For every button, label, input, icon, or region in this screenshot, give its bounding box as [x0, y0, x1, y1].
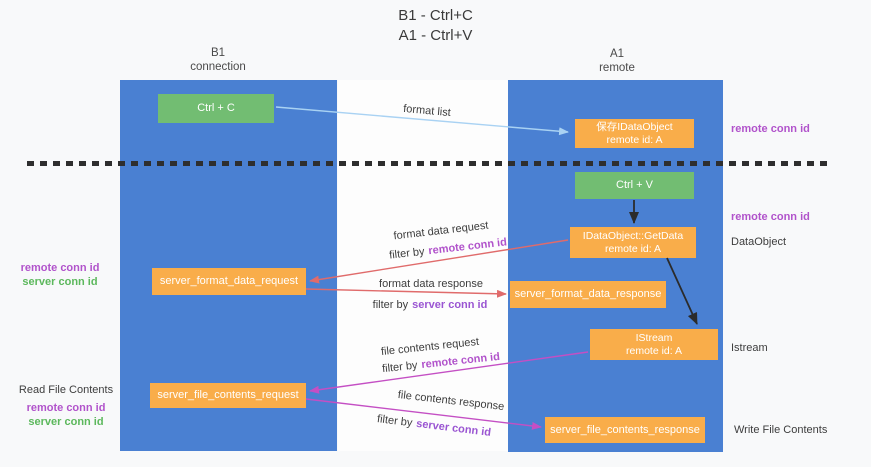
box-getdata-line2: remote id: A: [604, 242, 662, 255]
box-idataobject-getdata: IDataObject::GetData remote id: A: [570, 227, 696, 258]
box-server-file-contents-request: server_file_contents_request: [150, 383, 306, 408]
box-ctrl-v: Ctrl + V: [575, 172, 694, 199]
box-format-response-label: server_format_data_response: [514, 288, 662, 300]
lane-left-name: B1: [210, 47, 226, 59]
box-istream-line1: IStream: [635, 331, 673, 344]
box-getdata-line1: IDataObject::GetData: [582, 229, 684, 242]
label-server-conn-id-left1: server conn id: [22, 276, 98, 288]
label-remote-conn-id-mid-right: remote conn id: [731, 211, 810, 223]
box-istream-line2: remote id: A: [625, 344, 683, 357]
label-read-file-contents: Read File Contents: [18, 384, 114, 396]
label-write-file-contents: Write File Contents: [734, 424, 828, 436]
box-server-file-contents-response: server_file_contents_response: [545, 417, 705, 443]
lane-header-left: B1 connection: [158, 46, 278, 74]
box-file-response-label: server_file_contents_response: [550, 423, 700, 436]
lane-left-sub: connection: [190, 61, 246, 73]
page-title: B1 - Ctrl+C A1 - Ctrl+V: [0, 6, 871, 46]
label-dataobject: DataObject: [731, 236, 787, 248]
lane-right-sub: remote: [599, 62, 635, 74]
box-server-format-data-response: server_format_data_response: [510, 281, 666, 308]
box-server-format-data-request: server_format_data_request: [152, 268, 306, 295]
title-line2: A1 - Ctrl+V: [398, 27, 473, 44]
dashed-divider: [27, 161, 833, 166]
label-istream: Istream: [731, 342, 768, 354]
box-format-request-label: server_format_data_request: [159, 275, 299, 287]
filter-by-text: filter by: [372, 299, 409, 311]
box-save-idataobject-line1: 保存IDataObject: [596, 120, 673, 133]
box-ctrl-c-label: Ctrl + C: [197, 102, 235, 114]
label-remote-conn-id-left2: remote conn id: [26, 402, 106, 414]
label-remote-conn-id-left1: remote conn id: [20, 262, 100, 274]
box-ctrl-c: Ctrl + C: [158, 94, 274, 123]
label-server-conn-id-left2: server conn id: [28, 416, 104, 428]
box-istream: IStream remote id: A: [590, 329, 718, 360]
box-file-request-label: server_file_contents_request: [157, 389, 299, 401]
label-remote-conn-id-top-right: remote conn id: [731, 123, 810, 135]
server-conn-id-text: server conn id: [412, 299, 488, 311]
lane-right-name: A1: [609, 48, 625, 60]
box-save-idataobject: 保存IDataObject remote id: A: [575, 119, 694, 148]
box-save-idataobject-line2: remote id: A: [606, 133, 663, 146]
title-line1: B1 - Ctrl+C: [398, 7, 473, 24]
lane-header-right: A1 remote: [557, 47, 677, 75]
label-format-data-response: format data response: [379, 278, 483, 290]
box-ctrl-v-label: Ctrl + V: [616, 179, 653, 191]
